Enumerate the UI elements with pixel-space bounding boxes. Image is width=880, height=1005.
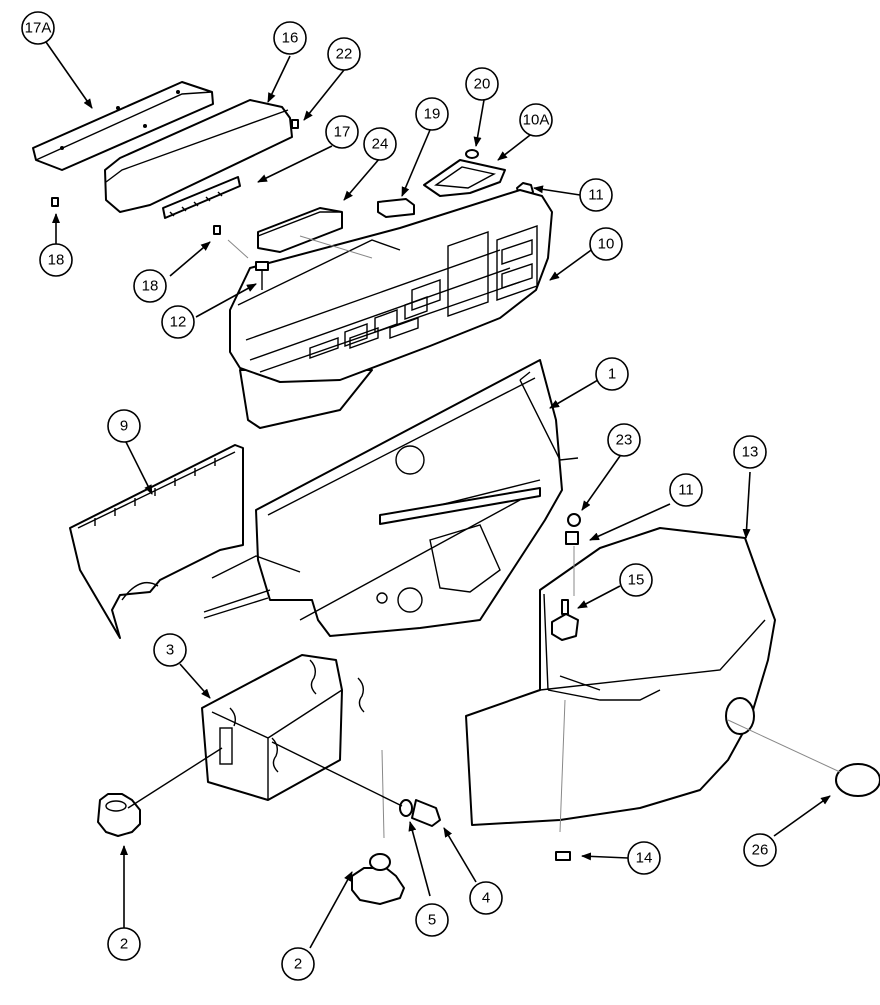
callout-1: 1 — [595, 357, 629, 391]
svg-text:26: 26 — [752, 842, 769, 859]
callout-16: 16 — [273, 21, 307, 55]
svg-text:17: 17 — [334, 124, 351, 141]
svg-text:18: 18 — [142, 278, 159, 295]
svg-text:22: 22 — [336, 46, 353, 63]
callout-17: 17 — [325, 115, 359, 149]
svg-text:24: 24 — [372, 136, 389, 153]
svg-text:12: 12 — [170, 314, 187, 331]
svg-text:23: 23 — [616, 432, 633, 449]
svg-text:17A: 17A — [25, 20, 52, 37]
callout-26: 26 — [743, 833, 777, 867]
callout-18-left: 18 — [39, 243, 73, 277]
svg-text:1: 1 — [608, 366, 616, 383]
callout-15: 15 — [619, 563, 653, 597]
svg-text:10A: 10A — [523, 112, 550, 129]
callout-2-left: 2 — [107, 927, 141, 961]
svg-text:4: 4 — [482, 890, 490, 907]
callout-11-mid: 11 — [669, 473, 703, 507]
callout-2-center: 2 — [281, 947, 315, 981]
svg-text:3: 3 — [166, 642, 174, 659]
knob-2-center — [351, 853, 405, 905]
svg-text:10: 10 — [598, 236, 615, 253]
callout-11-top: 11 — [579, 178, 613, 212]
plug-26 — [835, 763, 880, 797]
callout-3: 3 — [153, 633, 187, 667]
frame-1 — [203, 359, 579, 637]
callout-13: 13 — [733, 435, 767, 469]
gasket-10a — [423, 149, 506, 197]
callout-20: 20 — [465, 67, 499, 101]
side-panel-9 — [69, 444, 244, 639]
svg-text:13: 13 — [742, 444, 759, 461]
svg-text:20: 20 — [474, 76, 491, 93]
callout-18-mid: 18 — [133, 269, 167, 303]
callout-10: 10 — [589, 227, 623, 261]
callout-14: 14 — [627, 841, 661, 875]
armrest-pad-17a — [32, 81, 214, 171]
svg-text:14: 14 — [636, 850, 653, 867]
callout-10a: 10A — [519, 103, 553, 137]
callout-24: 24 — [363, 127, 397, 161]
svg-text:11: 11 — [678, 482, 694, 499]
svg-text:16: 16 — [282, 30, 299, 47]
isolator-15 — [551, 599, 579, 641]
bolt-23 — [565, 513, 581, 545]
svg-text:2: 2 — [120, 936, 128, 953]
callout-17a: 17A — [21, 11, 55, 45]
svg-text:15: 15 — [628, 572, 645, 589]
bracket-17 — [162, 176, 241, 219]
callout-9: 9 — [107, 409, 141, 443]
side-shell-13 — [465, 527, 776, 826]
screws-small — [51, 119, 299, 271]
bolt-4 — [411, 799, 441, 827]
callout-23: 23 — [607, 423, 641, 457]
callout-22: 22 — [327, 37, 361, 71]
callout-19: 19 — [415, 97, 449, 131]
callout-5: 5 — [415, 903, 449, 937]
bracket-3 — [201, 654, 365, 801]
svg-text:5: 5 — [428, 912, 436, 929]
washer-5 — [399, 799, 413, 817]
svg-text:11: 11 — [588, 187, 604, 204]
leader-lines — [45, 41, 831, 949]
pad-19 — [377, 198, 415, 218]
svg-text:19: 19 — [424, 106, 441, 123]
svg-text:2: 2 — [294, 956, 302, 973]
callout-4: 4 — [469, 881, 503, 915]
block-24 — [257, 207, 343, 253]
knob-2-left — [97, 793, 141, 837]
console-top-10 — [229, 189, 553, 429]
svg-text:18: 18 — [48, 252, 65, 269]
screw-14 — [555, 851, 571, 861]
callout-12: 12 — [161, 305, 195, 339]
svg-text:9: 9 — [120, 418, 128, 435]
